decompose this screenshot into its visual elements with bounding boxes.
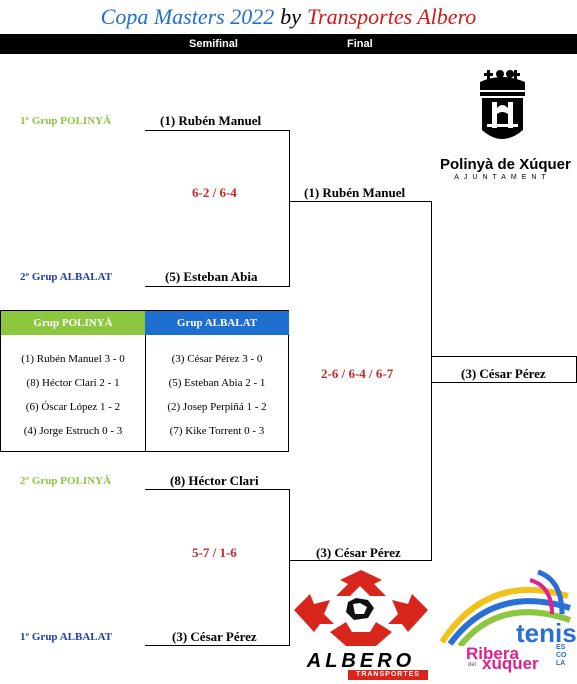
sf2-slot2-group: 1º Grup ALBALAT — [20, 631, 113, 643]
winner-player: (3) César Pérez — [461, 366, 546, 381]
sf1-slot2-player: (5) Esteban Abia — [165, 269, 258, 284]
albero-logo: ALBERO TRANSPORTES — [290, 566, 432, 680]
tenis-logo-ribera: Ribera — [466, 644, 519, 663]
sf2-slot2-line — [145, 645, 290, 646]
final-slot2-player: (3) César Pérez — [316, 545, 401, 560]
sf2-slot1-player: (8) Héctor Clari — [170, 473, 259, 488]
sf2-slot1-group: 2º Grup POLINYÀ — [20, 475, 112, 487]
tenis-arcs-icon — [439, 569, 571, 648]
albero-logo-name: ALBERO — [306, 650, 416, 672]
sf2-slot2-player: (3) César Pérez — [172, 629, 257, 644]
final-slot1-line — [289, 201, 432, 202]
albero-logo-sub: TRANSPORTES — [348, 670, 428, 680]
standings-row: (4) Jorge Estruch 0 - 3 — [23, 425, 123, 437]
standings-albalat-header: Grup ALBALAT — [145, 311, 289, 335]
group-standings: Grup POLINYÀ (1) Rubén Manuel 3 - 0 (8) … — [0, 310, 289, 452]
standings-albalat: Grup ALBALAT (3) César Pérez 3 - 0 (5) E… — [145, 311, 289, 451]
standings-row: (8) Héctor Clari 2 - 1 — [26, 377, 120, 389]
standings-row: (3) César Pérez 3 - 0 — [171, 353, 263, 365]
tenis-logo-escola: ESCOLA — [556, 644, 567, 667]
tenis-logo-del: del — [468, 662, 477, 668]
polinya-crest-icon — [480, 70, 525, 139]
sf1-slot2-line — [145, 286, 290, 287]
final-bracket-vertical — [431, 201, 432, 561]
final-header: Final — [347, 38, 373, 50]
albero-arrows-icon — [294, 570, 428, 646]
title-cup: Copa Masters 2022 — [100, 4, 275, 29]
final-score: 2-6 / 6-4 / 6-7 — [321, 366, 394, 381]
polinya-logo: Polinyà de Xúquer AJUNTAMENT — [440, 68, 571, 188]
sf1-score: 6-2 / 6-4 — [192, 185, 237, 200]
sf1-slot2-group: 2º Grup ALBALAT — [20, 271, 113, 283]
final-slot1-player: (1) Rubén Manuel — [304, 185, 406, 200]
sf1-bracket-vertical — [289, 130, 290, 287]
standings-row: (1) Rubén Manuel 3 - 0 — [21, 353, 125, 365]
standings-row: (5) Esteban Abia 2 - 1 — [168, 377, 266, 389]
title-sponsor: Transportes Albero — [307, 4, 477, 29]
winner-bottom-line — [431, 382, 577, 383]
standings-row: (6) Óscar López 1 - 2 — [25, 401, 121, 413]
polinya-logo-name: Polinyà de Xúquer — [440, 156, 571, 173]
round-header: Semifinal Final — [0, 34, 577, 54]
standings-polinya-header: Grup POLINYÀ — [1, 311, 145, 335]
sf1-slot1-player: (1) Rubén Manuel — [160, 113, 262, 128]
sf2-bracket-vertical — [289, 489, 290, 646]
semifinal-header: Semifinal — [189, 38, 238, 50]
sf2-score: 5-7 / 1-6 — [192, 545, 237, 560]
tenis-logo-word: tenis — [516, 618, 577, 648]
standings-row: (2) Josep Perpiñá 1 - 2 — [167, 401, 267, 413]
standings-row: (7) Kike Torrent 0 - 3 — [169, 425, 265, 437]
tenis-ribera-logo: tenis Ribera del xuquer ESCOLA — [438, 566, 577, 680]
sf1-slot1-line — [145, 130, 290, 131]
final-slot2-line — [289, 560, 432, 561]
standings-polinya: Grup POLINYÀ (1) Rubén Manuel 3 - 0 (8) … — [1, 311, 146, 451]
polinya-logo-sub: AJUNTAMENT — [454, 174, 551, 181]
tenis-logo-xuquer: xuquer — [482, 654, 539, 673]
winner-top-line — [431, 356, 577, 357]
sf1-slot1-group: 1º Grup POLINYÀ — [20, 115, 112, 127]
sf2-slot1-line — [145, 489, 290, 490]
title-by: by — [280, 4, 301, 29]
